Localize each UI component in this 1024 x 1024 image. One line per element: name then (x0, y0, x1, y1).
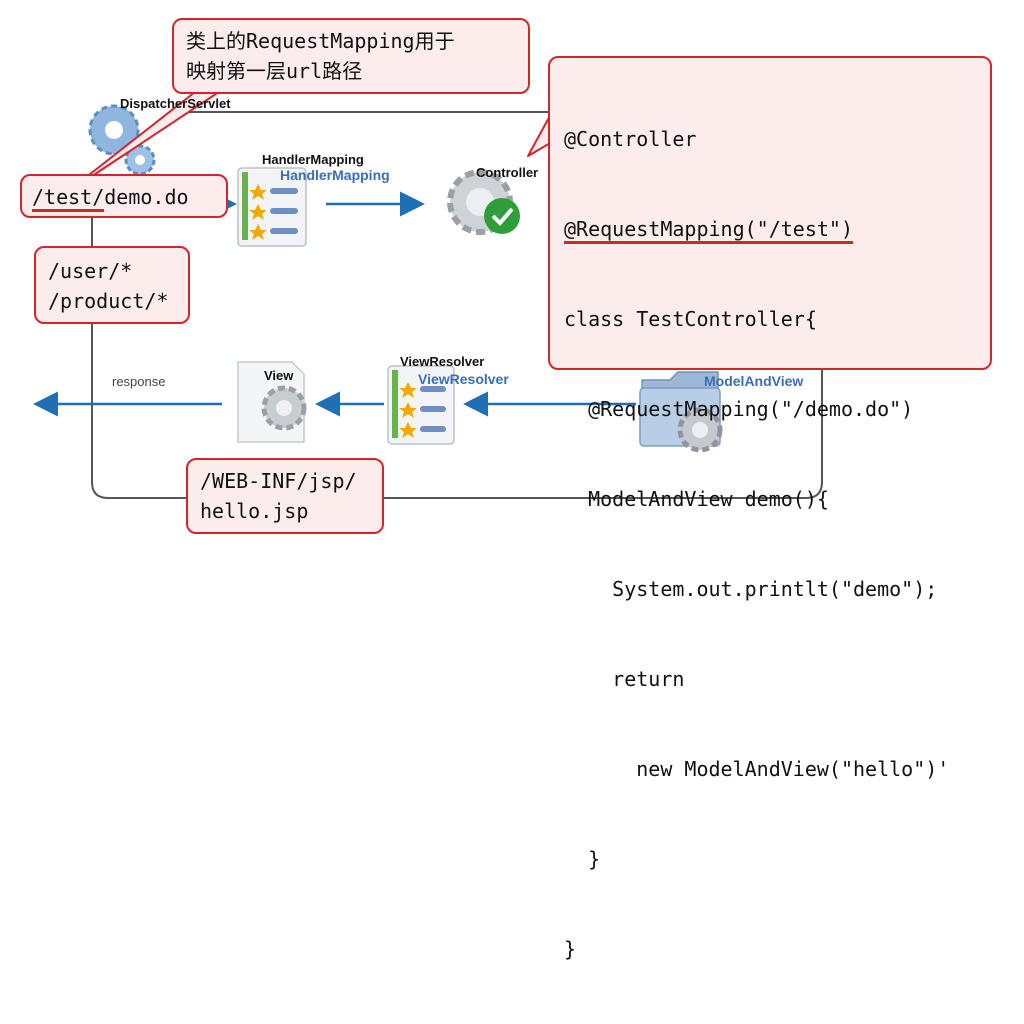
code-line: System.out.printlt("demo"); (564, 577, 938, 601)
url-callout: /test/demo.do (20, 174, 228, 218)
view-path-callout: /WEB-INF/jsp/ hello.jsp (186, 458, 384, 534)
class-mapping-note-callout: 类上的RequestMapping用于 映射第一层url路径 (172, 18, 530, 94)
view-label: View (264, 368, 294, 383)
code-line: } (564, 937, 577, 961)
view-resolver-doc-icon (387, 365, 455, 445)
code-line: @Controller (564, 127, 697, 151)
path-user: /user/* (48, 259, 133, 283)
note-line-1: 类上的RequestMapping用于 (186, 29, 455, 53)
code-line: @RequestMapping("/demo.do") (564, 397, 914, 421)
controller-gear-check-icon (447, 169, 520, 235)
handler-mapping-doc-icon (237, 167, 307, 247)
response-label: response (112, 374, 166, 389)
code-line: class TestController{ (564, 307, 817, 331)
url-prefix: /test/ (32, 185, 105, 212)
view-path-line-2: hello.jsp (200, 499, 309, 523)
controller-label: Controller (476, 165, 539, 180)
url-suffix: demo.do (104, 185, 189, 209)
model-and-view-folder-icon (639, 371, 723, 453)
code-line: } (564, 847, 601, 871)
flow-diagram (33, 73, 823, 499)
dispatcher-gears-icon (88, 104, 156, 176)
code-callout: @Controller @RequestMapping("/test") cla… (548, 56, 992, 961)
view-page-gear-icon (237, 361, 307, 443)
handler-mapping-sublabel: HandlerMapping (280, 167, 390, 183)
view-path-line-1: /WEB-INF/jsp/ (200, 469, 357, 493)
model-and-view-sublabel: ModelAndView (704, 373, 804, 389)
code-line: ModelAndView demo(){ (564, 487, 829, 511)
note-line-2: 映射第一层url路径 (186, 59, 363, 83)
code-line: return (564, 667, 685, 691)
dispatcher-label: DispatcherServlet (120, 96, 231, 111)
view-resolver-sublabel: ViewResolver (418, 371, 509, 387)
handler-mapping-label: HandlerMapping (262, 152, 364, 167)
path-product: /product/* (48, 289, 169, 313)
code-line-request-mapping: @RequestMapping("/test") (564, 214, 949, 244)
view-resolver-label: ViewResolver (400, 354, 485, 369)
paths-callout: /user/* /product/* (34, 246, 190, 324)
code-block: @Controller @RequestMapping("/test") cla… (564, 64, 949, 1024)
code-line: new ModelAndView("hello")' (564, 757, 950, 781)
